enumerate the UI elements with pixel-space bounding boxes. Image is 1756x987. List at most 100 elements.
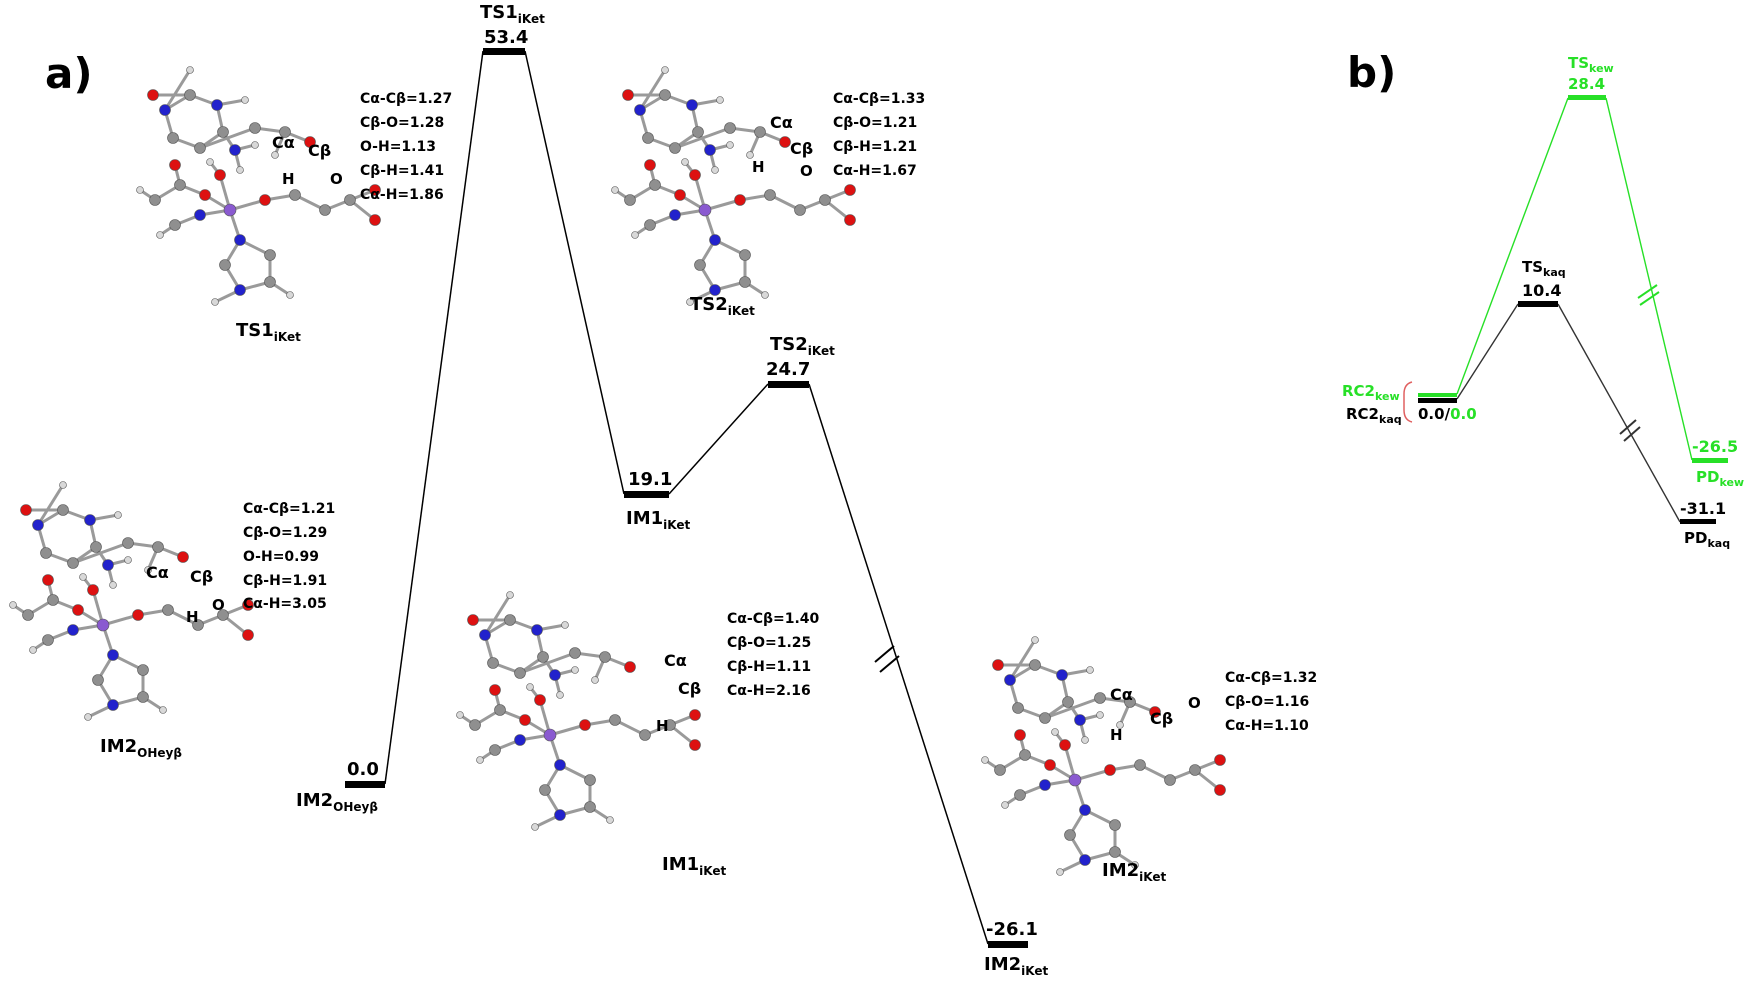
panel-b-aqueous-connectors (1456, 303, 1681, 523)
atom (107, 649, 119, 661)
atom (67, 557, 79, 569)
geometry-line: Cβ-O=1.29 (243, 525, 327, 541)
atom (236, 166, 244, 174)
bond (36, 484, 65, 526)
atom (1001, 801, 1009, 809)
atom (1096, 711, 1104, 719)
bond (199, 126, 256, 150)
molecule-model (981, 636, 1226, 876)
molecule-model (136, 66, 381, 306)
atom (531, 823, 539, 831)
atom (561, 621, 569, 629)
atom-label-cbeta: Cβ (190, 567, 213, 586)
atom (47, 594, 59, 606)
geometry-line: O-H=0.99 (243, 549, 319, 565)
atom (514, 667, 526, 679)
atom (107, 699, 119, 711)
atom (242, 599, 254, 611)
level-label-pd-kaq: PDkaq (1684, 529, 1730, 550)
atom (664, 719, 676, 731)
panel-b-label: b) (1347, 48, 1396, 97)
atom (1062, 696, 1074, 708)
atom (289, 189, 301, 201)
atom (711, 166, 719, 174)
atom (1214, 784, 1226, 796)
atom (487, 657, 499, 669)
atom (709, 234, 721, 246)
panel-b-water-connectors (1456, 97, 1693, 461)
level-label-im2-iket: IM2iKet (984, 954, 1048, 978)
connector-im2ohey-ts1 (384, 50, 484, 785)
atom (344, 194, 356, 206)
atom (152, 541, 164, 553)
atom (606, 816, 614, 824)
axis-break-b-aqueous (1619, 419, 1641, 442)
atom (84, 514, 96, 526)
energy-value-pd-kaq: -31.1 (1680, 499, 1726, 518)
atom (1189, 764, 1201, 776)
atom (369, 184, 381, 196)
atom (534, 694, 546, 706)
energy-value-ts1-iket: 53.4 (484, 27, 528, 48)
level-label-ts-kew: TSkew (1568, 54, 1614, 75)
atom (42, 634, 54, 646)
atom (124, 556, 132, 564)
structure-label-im2-iket: IM2iKet (1102, 860, 1166, 884)
atom (514, 734, 526, 746)
atom (177, 551, 189, 563)
level-bar-rc2-kaq (1418, 398, 1457, 403)
atom (264, 249, 276, 261)
atom (9, 601, 17, 609)
panel-a-profile: 0.0 53.4 19.1 24.7 -26.1 IM2OHeyβ TS1iKe… (296, 2, 1048, 978)
atom (844, 184, 856, 196)
atom (644, 159, 656, 171)
atom (1064, 829, 1076, 841)
atom (79, 573, 87, 581)
atom (1039, 712, 1051, 724)
bond (163, 69, 192, 111)
geometry-line: Cβ-H=1.11 (727, 659, 811, 675)
atom (549, 669, 561, 681)
atom (96, 618, 110, 632)
atom (1124, 696, 1136, 708)
atom (659, 89, 671, 101)
atom-label-h: H (1110, 726, 1123, 744)
atom (249, 122, 261, 134)
atom (1039, 779, 1051, 791)
structure-label-ts2: TS2iKet (690, 294, 755, 318)
atom (537, 651, 549, 663)
atom (642, 132, 654, 144)
structure-im1: Cα Cβ H Cα-Cβ=1.40 Cβ-O=1.25 Cβ-H=1.11 C… (456, 591, 820, 878)
atom (1164, 774, 1176, 786)
atom (57, 504, 69, 516)
atom (42, 574, 54, 586)
atom (704, 144, 716, 156)
atom-label-calpha: Cα (1110, 685, 1133, 704)
atom (159, 104, 171, 116)
energy-value-ts2-iket: 24.7 (766, 359, 810, 380)
atom (584, 801, 596, 813)
atom (217, 126, 229, 138)
level-bar-pd-kew (1692, 458, 1728, 463)
atom-label-calpha: Cα (272, 133, 295, 152)
atom (90, 541, 102, 553)
atom (319, 204, 331, 216)
atom (526, 683, 534, 691)
geometry-line: Cα-H=3.05 (243, 596, 327, 612)
panel-a-level-bars (345, 48, 1028, 948)
atom (1134, 759, 1146, 771)
level-label-ts1-iket: TS1iKet (480, 2, 545, 26)
atom (754, 126, 766, 138)
atom-label-calpha: Cα (664, 651, 687, 670)
atom-label-o: O (1188, 694, 1201, 712)
energy-value-im2-iket: -26.1 (986, 919, 1038, 940)
atom (169, 159, 181, 171)
level-bar-rc2-kew (1418, 393, 1457, 397)
geometry-line: Cβ-H=1.41 (360, 163, 444, 179)
atom (631, 231, 639, 239)
atom (1079, 854, 1091, 866)
level-bar-im1-iket (624, 491, 669, 498)
atom-label-h: H (282, 170, 295, 188)
